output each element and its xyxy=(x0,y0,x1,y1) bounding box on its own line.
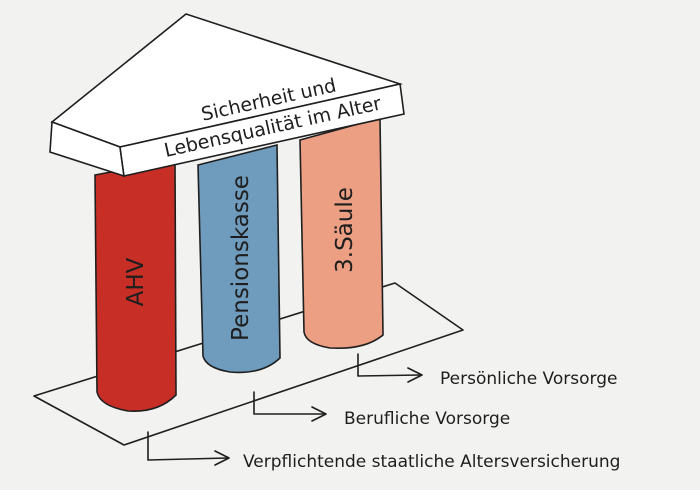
pillar-ahv-body xyxy=(94,159,177,412)
pillar-ahv: AHV xyxy=(94,159,177,412)
pillar-pensionskasse-body xyxy=(197,143,281,374)
legend-label-first: Verpflichtende staatliche Altersversiche… xyxy=(243,452,620,472)
legend-arrow-third xyxy=(357,353,423,383)
legend-arrow-second xyxy=(253,391,327,422)
legend-label-third: Persönliche Vorsorge xyxy=(440,369,617,389)
pillar-pensionskasse: Pensionskasse xyxy=(197,143,281,374)
pillar-3a-body xyxy=(299,116,384,350)
pillar-ahv-label: AHV xyxy=(123,257,149,306)
legend-label-second: Berufliche Vorsorge xyxy=(344,409,510,429)
roof: Sicherheit und Lebensqualität im Alter xyxy=(49,13,405,178)
roof-front-face xyxy=(119,83,405,177)
pillar-pensionskasse-label: Pensionskasse xyxy=(228,175,254,341)
legend-arrow-first xyxy=(147,431,230,466)
pillar-3a: 3.Säule xyxy=(299,116,384,350)
pillar-3a-label: 3.Säule xyxy=(332,187,358,273)
